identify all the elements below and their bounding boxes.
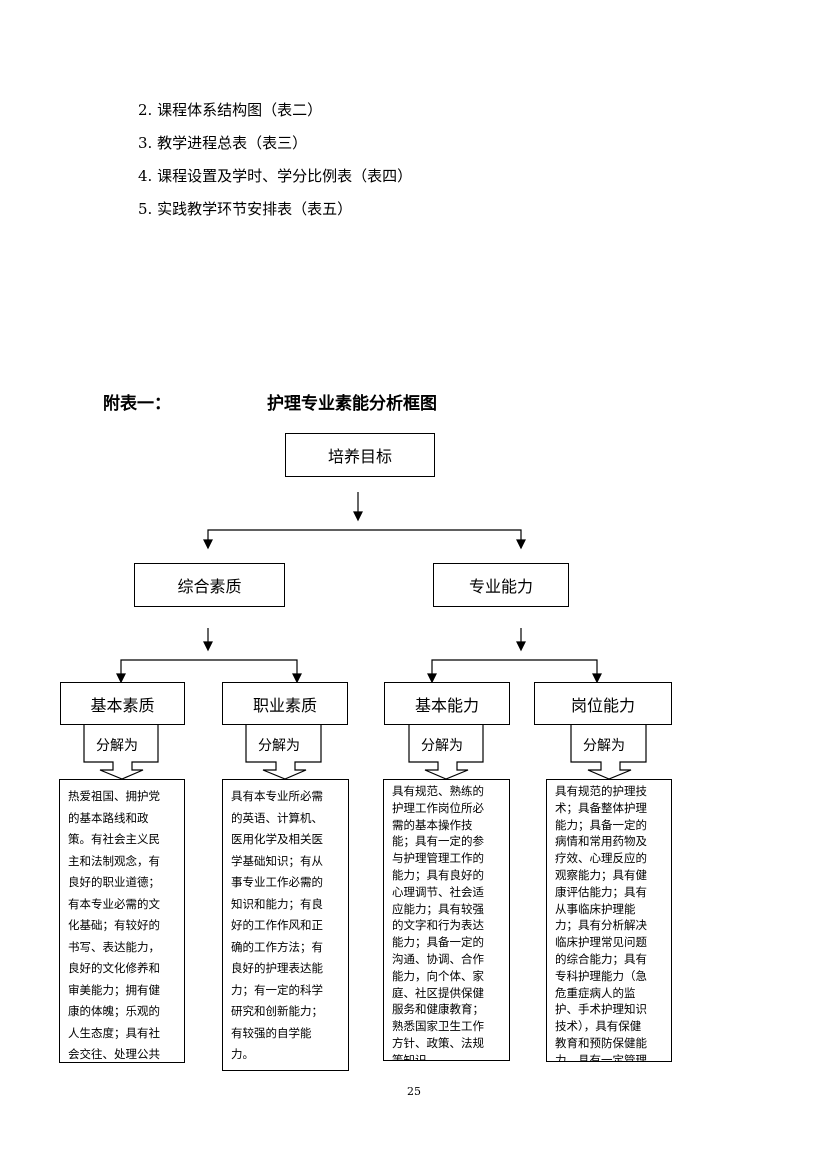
detail-line: 能力；具备一定的	[392, 935, 484, 950]
detail-line: 能力；具备一定的	[555, 817, 647, 832]
detail-line: 临床护理常见问题	[555, 935, 647, 950]
detail-line: 疗效、心理反应的	[555, 851, 647, 866]
detail-line: 热爱祖国、拥护党	[68, 789, 160, 803]
detail-line: 病情和常用药物及	[555, 834, 647, 849]
detail-line: 的综合能力；具有	[555, 951, 647, 966]
detail-line: 书写、表达能力，	[68, 939, 160, 954]
detail-line: 力；有一定的科学	[231, 982, 323, 997]
detail-line: 审美能力；拥有健	[68, 982, 160, 997]
split-label: 分解为	[96, 738, 138, 754]
detail-line: 研究和创新能力；	[231, 1004, 323, 1018]
detail-line: 技术），具有保健	[555, 1019, 642, 1034]
detail-line: 的文字和行为表达	[392, 918, 484, 933]
detail-line: 教育和预防保健能	[555, 1035, 647, 1050]
detail-line: 事专业工作必需的	[231, 875, 323, 889]
level2-box: 职业素质	[222, 682, 348, 725]
detail-box-basic-quality: 热爱祖国、拥护党的基本路线和政策。有社会主义民主和法制观念，有良好的职业道德； 有…	[59, 779, 185, 1063]
detail-line: 医用化学及相关医	[231, 832, 323, 846]
detail-line: 良好的护理表达能	[231, 961, 323, 975]
detail-line: 康的体魄；乐观的	[68, 1004, 160, 1018]
level2-box: 岗位能力	[534, 682, 672, 725]
detail-line: 庭、社区提供保健	[392, 985, 484, 1000]
detail-line: 从事临床护理能	[555, 901, 636, 916]
detail-line: 专科护理能力（急	[555, 968, 647, 983]
detail-line: 主和法制观念，有	[68, 853, 160, 868]
list-item: 3. 教学进程总表（表三）	[138, 134, 308, 152]
detail-line: 力，具有一定管理	[555, 1052, 647, 1062]
detail-line: 化基础；有较好的	[68, 918, 160, 932]
detail-line: 好的工作作风和正	[231, 918, 323, 932]
detail-line: 的基本路线和政	[68, 810, 149, 825]
detail-line: 应能力；具有较强	[392, 901, 484, 916]
detail-line: 心理调节、社会适	[392, 884, 484, 899]
detail-line: 沟通、协调、合作	[392, 951, 484, 966]
detail-line: 良好的职业道德；	[68, 875, 160, 889]
split-label: 分解为	[421, 738, 463, 754]
detail-line: 具有规范、熟练的	[392, 784, 484, 798]
appendix-label: 附表一：	[103, 394, 171, 414]
level2-box: 基本能力	[384, 682, 510, 725]
page-number: 25	[407, 1085, 421, 1098]
detail-line: 会交往、处理公共	[68, 1047, 160, 1061]
detail-box-post-ability: 具有规范的护理技术；具备整体护理能力；具备一定的病情和常用药物及疗效、心理反应的…	[546, 779, 672, 1062]
detail-line: 有较强的自学能	[231, 1025, 312, 1040]
level1-box: 专业能力	[433, 563, 569, 607]
detail-line: 有本专业必需的文	[68, 896, 160, 911]
list-item: 2. 课程体系结构图（表二）	[138, 101, 323, 119]
detail-line: 熟悉国家卫生工作	[392, 1019, 484, 1034]
detail-line: 具有规范的护理技	[555, 784, 647, 798]
list-item: 5. 实践教学环节安排表（表五）	[138, 200, 353, 218]
detail-line: 能；具有一定的参	[392, 834, 484, 849]
level2-box: 基本素质	[60, 682, 185, 725]
detail-line: 服务和健康教育；	[392, 1002, 484, 1017]
detail-line: 具有本专业所必需	[231, 789, 323, 803]
detail-line: 危重症病人的监	[555, 985, 636, 1000]
detail-line: 的英语、计算机、	[231, 810, 323, 825]
detail-box-professional-quality: 具有本专业所必需的英语、计算机、医用化学及相关医学基础知识；有从事专业工作必需的…	[222, 779, 349, 1071]
detail-line: 康评估能力；具有	[555, 884, 647, 899]
detail-box-basic-ability: 具有规范、熟练的护理工作岗位所必需的基本操作技能；具有一定的参与护理管理工作的能…	[383, 779, 510, 1061]
detail-line: 等知识。	[392, 1052, 438, 1061]
detail-line: 力；具有分析解决	[555, 918, 647, 933]
diagram-title: 护理专业素能分析框图	[267, 394, 437, 414]
level1-box: 综合素质	[134, 563, 285, 607]
detail-line: 良好的文化修养和	[68, 961, 160, 975]
detail-line: 术；具备整体护理	[555, 800, 647, 815]
root-box: 培养目标	[285, 433, 435, 477]
detail-line: 知识和能力；有良	[231, 896, 323, 911]
detail-line: 策。有社会主义民	[68, 832, 160, 846]
detail-line: 人生态度；具有社	[68, 1025, 160, 1040]
detail-line: 力。	[231, 1047, 254, 1061]
detail-line: 能力；具有良好的	[392, 867, 484, 882]
split-label: 分解为	[583, 738, 625, 754]
split-label: 分解为	[258, 738, 300, 754]
detail-line: 护、手术护理知识	[555, 1002, 647, 1017]
detail-line: 能力，向个体、家	[392, 968, 484, 983]
detail-line: 学基础知识；有从	[231, 853, 323, 868]
detail-line: 与护理管理工作的	[392, 851, 484, 866]
detail-line: 护理工作岗位所必	[392, 800, 484, 815]
detail-line: 观察能力；具有健	[555, 867, 647, 882]
detail-line: 确的工作方法；有	[231, 939, 323, 954]
detail-line: 需的基本操作技	[392, 817, 473, 832]
detail-line: 方针、政策、法规	[392, 1035, 484, 1050]
list-item: 4. 课程设置及学时、学分比例表（表四）	[138, 167, 413, 185]
